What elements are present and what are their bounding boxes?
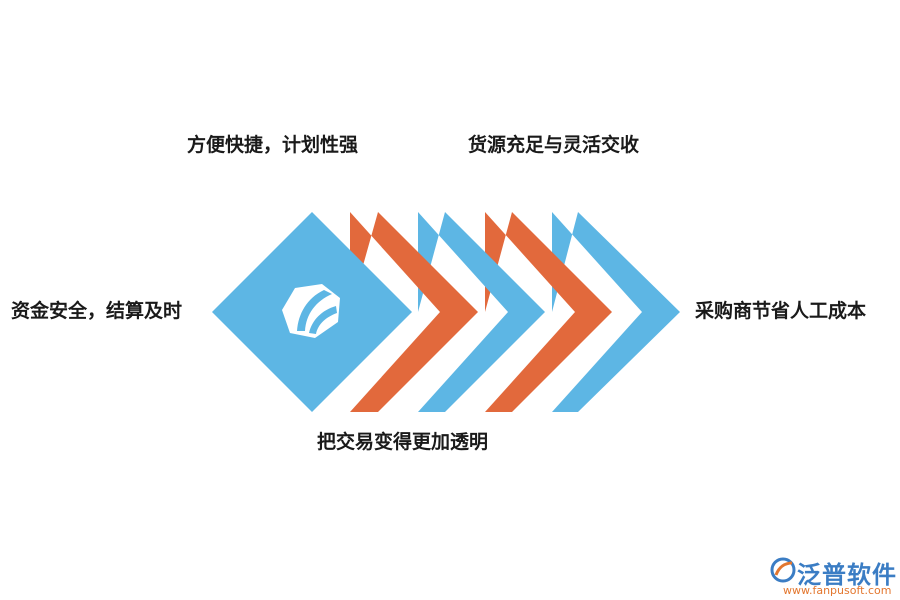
feature-label-save-labor: 采购商节省人工成本: [695, 300, 867, 322]
feature-label-supply: 货源充足与灵活交收: [468, 134, 640, 156]
chevron-blue-4: [552, 212, 680, 412]
brand-name: 泛普软件: [797, 561, 897, 589]
feature-label-funds-safe: 资金安全，结算及时: [11, 300, 183, 322]
feature-label-convenient: 方便快捷，计划性强: [187, 134, 359, 156]
chevron-orange-3: [485, 212, 612, 412]
feature-label-transparent: 把交易变得更加透明: [317, 431, 489, 453]
brand-url: www.fanpusoft.com: [783, 584, 892, 597]
company-emblem-icon: [282, 284, 340, 338]
chevron-orange-1: [350, 212, 478, 412]
chevron-blue-2: [418, 212, 545, 412]
brand-logo: 泛普软件 www.fanpusoft.com: [770, 553, 897, 598]
brand-logo-icon: [770, 557, 796, 583]
